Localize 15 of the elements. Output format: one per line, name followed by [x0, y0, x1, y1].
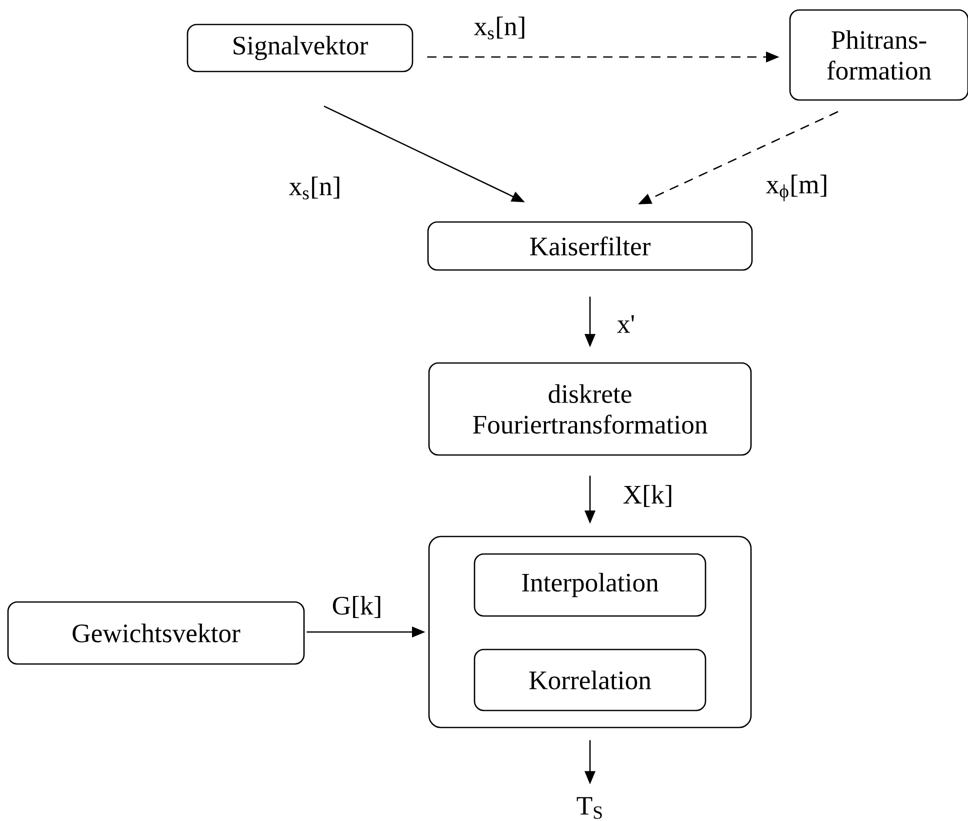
- edge-label: G[k]: [330, 594, 384, 620]
- process-box: Phitrans- formation: [789, 9, 968, 101]
- process-box: Gewichtsvektor: [7, 601, 305, 665]
- container-box: [428, 536, 752, 728]
- edge-label: x$_{s}$[n]: [472, 15, 528, 41]
- edge-label: X[k]: [622, 484, 675, 508]
- edge-label: x$_{s}$[n]: [288, 175, 343, 201]
- process-box: Kaiserfilter: [427, 221, 753, 271]
- process-box: Interpolation: [474, 553, 706, 617]
- process-box: diskrete Fouriertransformation: [428, 362, 752, 456]
- output-label: T$_{S}$: [576, 797, 602, 819]
- edge-label: x': [616, 314, 636, 334]
- process-box: Korrelation: [474, 648, 706, 712]
- edge-label: x$_{ϕ}$[m]: [764, 173, 830, 203]
- process-box: Signalvektor: [186, 24, 414, 72]
